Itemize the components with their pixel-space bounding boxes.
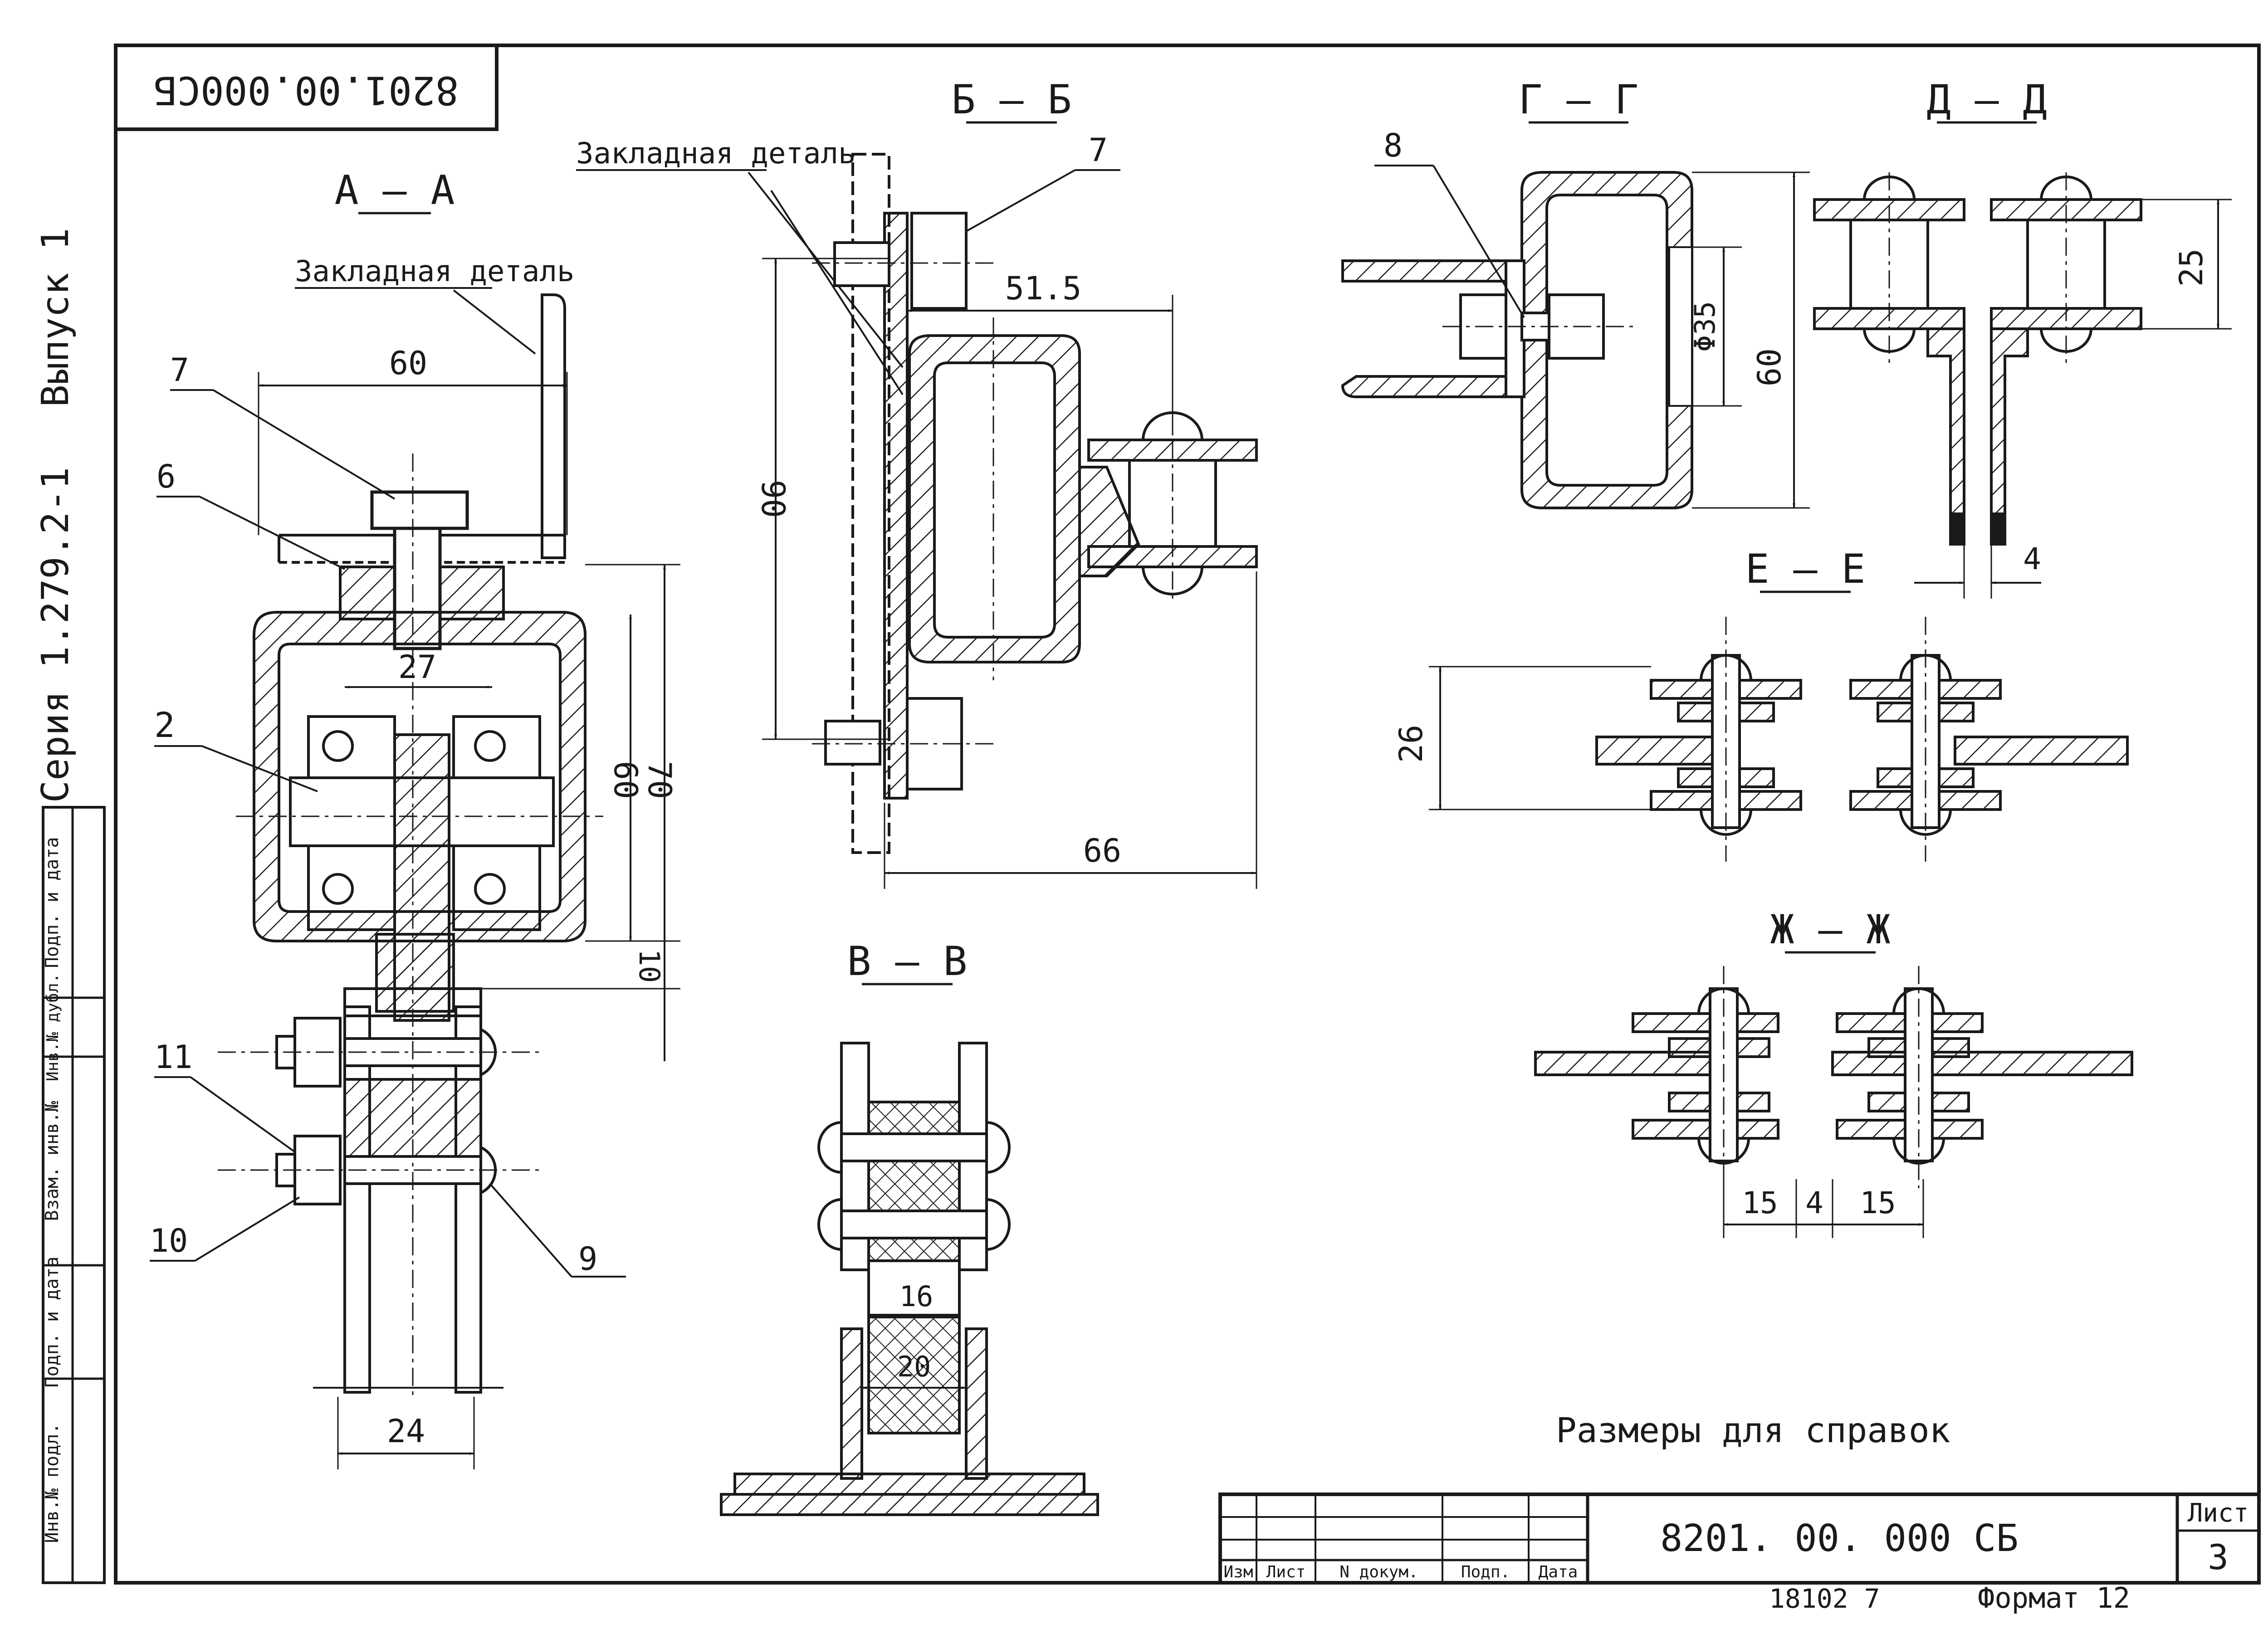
reference-note: Размеры для справок <box>1556 1410 1950 1450</box>
view-vv-title: В — В <box>847 938 968 985</box>
bb-callout-7: 7 <box>1089 132 1108 169</box>
view-bb: Б — Б Закладная деталь 7 <box>576 76 1258 889</box>
strip-cell-1: Инв.№ подл. <box>42 1423 63 1543</box>
gg-callout-8: 8 <box>1383 127 1403 164</box>
left-margin: Серия 1.279.2-1 Выпуск 1 <box>34 228 77 803</box>
side-strip: Инв.№ подл. Подп. и дата Взам. инв.№ Инв… <box>42 806 106 1584</box>
view-aa: А — А Закладная деталь 27 <box>150 167 680 1469</box>
aa-dim-24: 24 <box>387 1413 425 1450</box>
dd-dim-25: 25 <box>2173 249 2210 287</box>
view-aa-title: А — А <box>335 167 455 214</box>
vv-dim-20: 20 <box>897 1350 931 1383</box>
view-ee: Е — Е 26 <box>1393 546 2129 862</box>
footer-number: 18102 7 <box>1769 1583 1880 1614</box>
view-bb-note: Закладная деталь <box>576 137 856 171</box>
zhzh-dim-15-right: 15 <box>1860 1185 1896 1220</box>
bb-dim-66: 66 <box>1083 832 1121 869</box>
ee-dim-26: 26 <box>1393 725 1430 763</box>
view-dd: Д — Д 25 4 <box>1813 76 2232 599</box>
tb-sheet-number: 3 <box>2208 1537 2229 1577</box>
title-block: Изм Лист N докум. Подп. Дата 8201. 00. 0… <box>1218 1493 2261 1585</box>
strip-cell-3: Взам. инв.№ <box>42 1101 63 1221</box>
aa-callout-2: 2 <box>154 705 175 745</box>
sheet-frame: 8201.00.000СБ <box>114 44 2261 1585</box>
format-label: Формат 12 <box>1978 1581 2130 1614</box>
aa-callout-9: 9 <box>578 1240 597 1278</box>
view-zhzh-title: Ж — Ж <box>1770 906 1891 953</box>
bb-dim-51-5: 51.5 <box>1005 270 1082 307</box>
view-gg-title: Г — Г <box>1519 76 1639 123</box>
tb-col-sign: Подп. <box>1461 1563 1510 1581</box>
tb-code: 8201. 00. 000 СБ <box>1660 1517 2019 1560</box>
zhzh-dim-15-left: 15 <box>1742 1185 1778 1220</box>
gg-dim-phi35: Φ35 <box>1688 301 1721 352</box>
aa-callout-11: 11 <box>154 1039 192 1076</box>
view-vv: В — В 16 20 <box>720 938 1099 1516</box>
aa-callout-10: 10 <box>150 1222 188 1259</box>
strip-cell-2: Подп. и дата <box>42 1257 63 1388</box>
tb-sheet-label: Лист <box>2188 1498 2249 1528</box>
gg-dim-60: 60 <box>1751 348 1788 386</box>
stamp-code-rotated: 8201.00.000СБ <box>153 68 459 113</box>
aa-callout-7: 7 <box>170 351 189 389</box>
tb-col-list: Лист <box>1266 1563 1306 1581</box>
zhzh-dim-4: 4 <box>1805 1185 1823 1220</box>
aa-callout-6: 6 <box>156 458 176 495</box>
view-gg: Г — Г Φ35 60 8 <box>1341 76 1810 509</box>
aa-dim-27: 27 <box>398 649 436 686</box>
series-label: Серия 1.279.2-1 <box>34 467 77 803</box>
view-aa-note: Закладная деталь <box>295 255 575 288</box>
view-zhzh: Ж — Ж 15 4 15 <box>1534 906 2133 1238</box>
aa-dim-60-top: 60 <box>389 345 427 382</box>
tb-col-date: Дата <box>1539 1563 1578 1581</box>
strip-cell-5: Подп. и дата <box>42 837 63 968</box>
tb-col-izm: Изм <box>1223 1563 1253 1581</box>
tb-col-doc: N докум. <box>1339 1563 1418 1581</box>
view-ee-title: Е — Е <box>1745 546 1866 592</box>
issue-label: Выпуск 1 <box>34 228 77 407</box>
dd-dim-4: 4 <box>2023 541 2041 576</box>
view-dd-title: Д — Д <box>1927 76 2047 123</box>
aa-dim-10: 10 <box>633 949 666 983</box>
strip-cell-4: Инв.№ дубл. <box>44 973 62 1081</box>
bb-dim-90: 90 <box>754 480 792 518</box>
view-bb-title: Б — Б <box>952 76 1072 123</box>
vv-dim-16: 16 <box>899 1280 934 1313</box>
aa-dim-70: 70 <box>641 761 678 799</box>
aa-dim-60-side: 60 <box>607 761 644 799</box>
